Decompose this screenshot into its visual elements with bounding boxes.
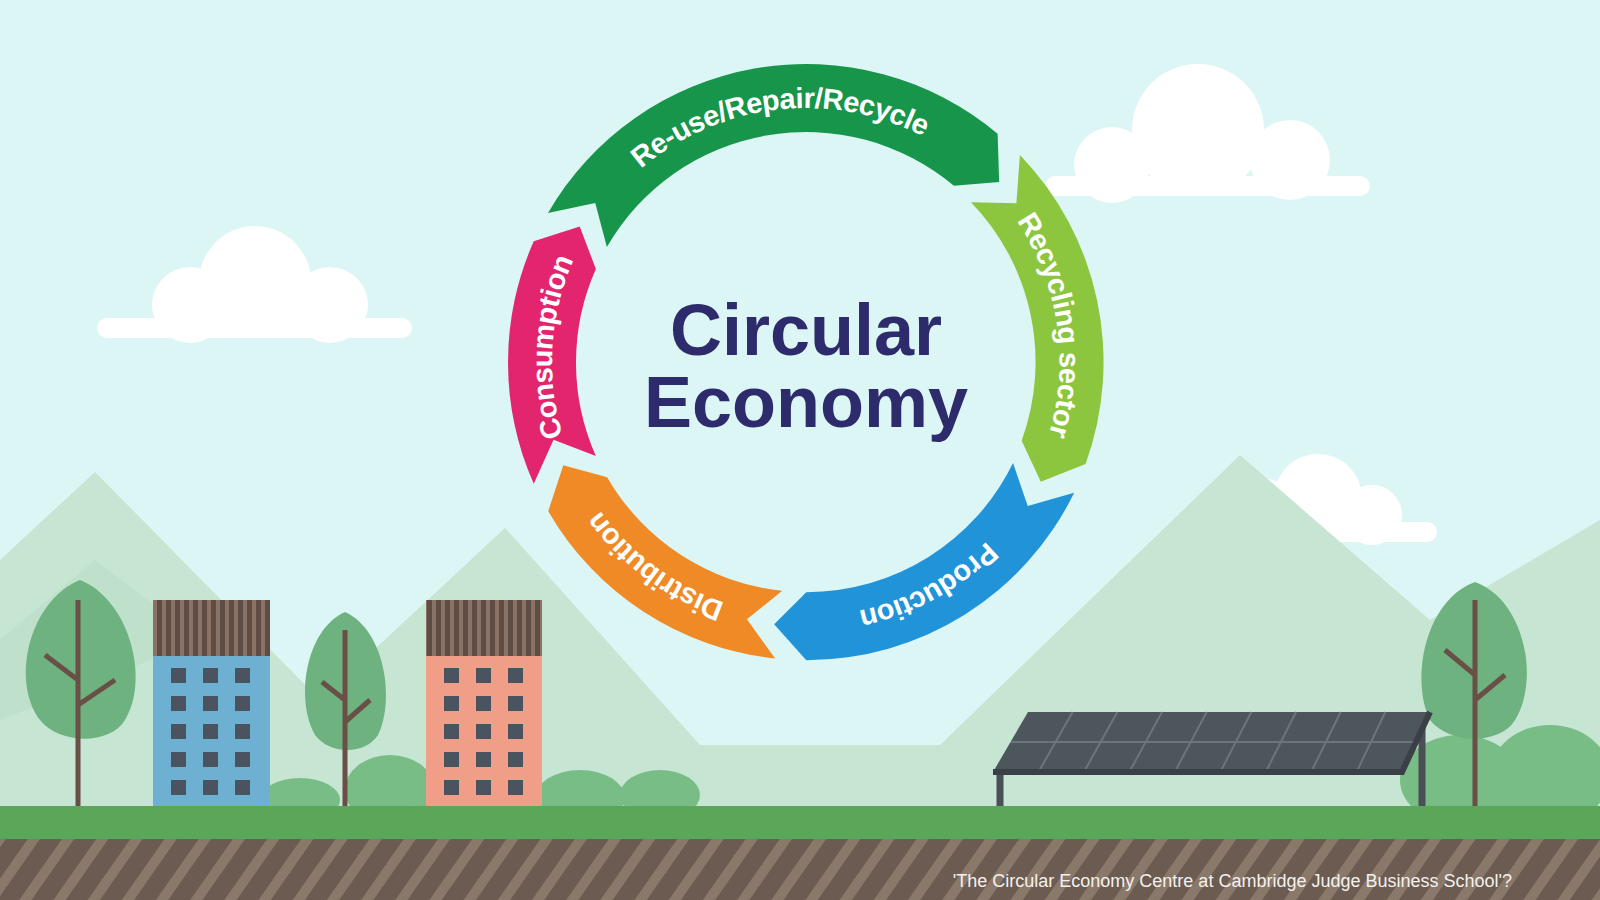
cycle-arrow-segment: Distribution — [530, 450, 784, 660]
segment-shape: Distribution — [530, 450, 784, 660]
segment-text-group: Distribution — [579, 507, 726, 627]
arrow-band — [548, 64, 999, 247]
mountains — [0, 455, 1600, 810]
soil — [0, 839, 1600, 900]
tree — [305, 612, 386, 806]
source-caption: 'The Circular Economy Centre at Cambridg… — [953, 871, 1512, 892]
tree — [1421, 582, 1526, 806]
segment-text-group: Production — [857, 537, 1005, 636]
cycle-arrow-segment: Production — [768, 461, 1076, 662]
building — [153, 600, 270, 806]
diagram-title: Circular Economy — [606, 294, 1006, 438]
segment-shape: Production — [768, 461, 1076, 662]
building — [426, 600, 542, 806]
segment-label: Distribution — [579, 507, 726, 627]
segment-label: Consumption — [526, 249, 579, 442]
segment-shape: Re-use/Repair/Recycle — [546, 62, 1026, 249]
arrow-band — [508, 226, 596, 483]
grass — [0, 806, 1600, 839]
arrow-band — [774, 463, 1074, 660]
segment-text-group: Re-use/Repair/Recycle — [625, 82, 935, 174]
arrow-band — [548, 465, 782, 658]
cycle-arrow-segment: Recycling sector — [969, 153, 1106, 499]
segment-label: Production — [857, 537, 1005, 636]
segment-label: Recycling sector — [1012, 207, 1086, 442]
segment-shape: Consumption — [506, 207, 611, 486]
cycle-arrow-segment: Consumption — [506, 207, 611, 486]
tree — [26, 580, 136, 806]
segment-text-group: Recycling sector — [1012, 207, 1086, 442]
segment-text-group: Consumption — [526, 249, 579, 442]
segment-shape: Recycling sector — [969, 153, 1106, 499]
segment-label: Re-use/Repair/Recycle — [625, 82, 935, 174]
arrow-band — [971, 155, 1104, 482]
cycle-arrow-segment: Re-use/Repair/Recycle — [546, 62, 1026, 249]
solar-panel — [993, 712, 1430, 806]
